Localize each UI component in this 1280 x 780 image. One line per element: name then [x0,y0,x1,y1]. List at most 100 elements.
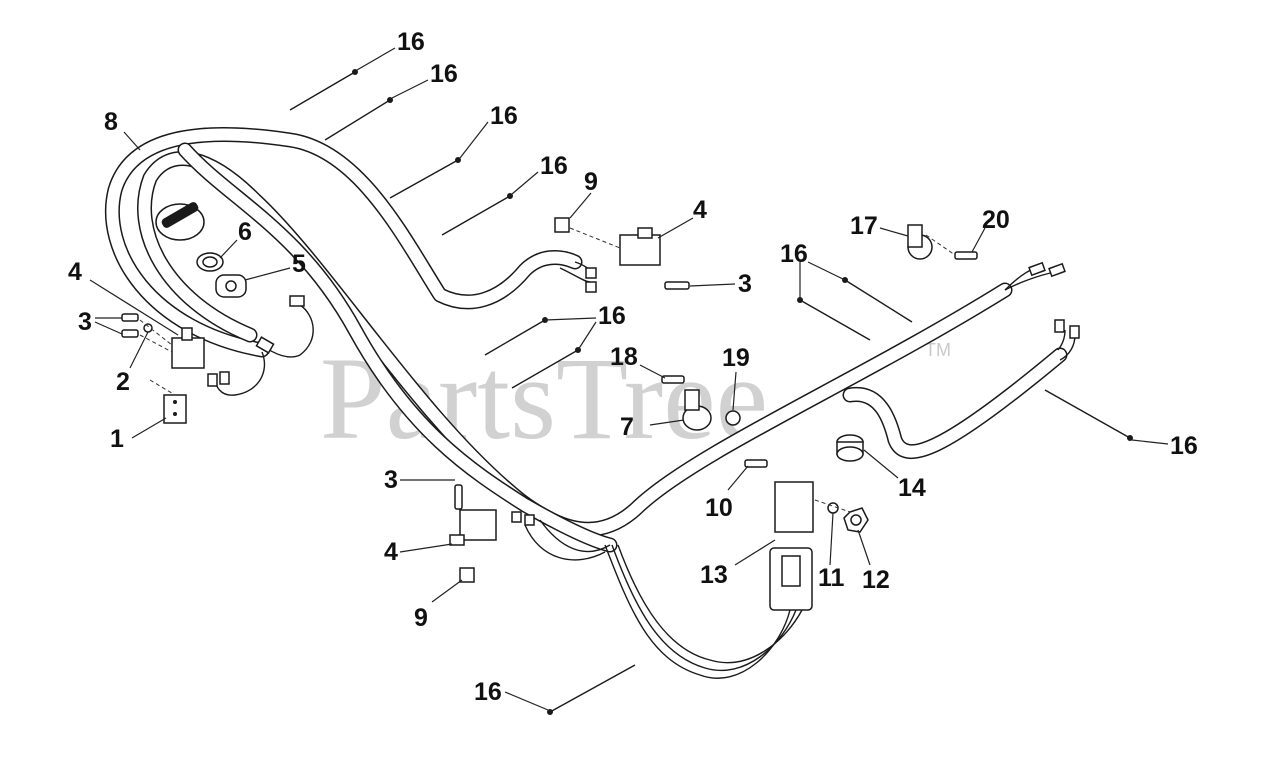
callout-16-top-a: 16 [356,28,425,71]
callout-9-bottom: 9 [414,579,463,632]
connector-a [585,267,597,279]
callout-label: 3 [384,466,398,494]
callout-16-bottom: 16 [474,678,549,711]
callout-8: 8 [104,108,141,151]
cable-tie-2 [324,99,391,141]
pto-switch [554,217,690,290]
brake-switch [449,484,497,583]
callout-19: 19 [722,344,750,411]
connector-g [1054,319,1065,333]
callout-11: 11 [818,512,845,592]
callout-9-top: 9 [569,168,598,219]
callout-12: 12 [857,529,890,594]
connector-f [1048,262,1066,278]
callout-label: 11 [818,564,845,592]
callout-label: 2 [116,368,130,396]
ignition-switch [155,202,247,298]
callout-label: 16 [1170,432,1198,460]
cable-tie-10 [549,664,636,713]
cable-tie-7 [799,299,871,341]
callout-13: 13 [700,539,776,589]
callout-label: 16 [474,678,502,706]
grommet [836,434,864,462]
connector-h [1069,325,1080,339]
cable-tie-5 [484,319,546,356]
cable-tie-head [547,709,553,715]
callout-1: 1 [110,417,167,453]
callout-label: 7 [620,413,634,441]
callout-16-top-b: 16 [391,60,458,99]
callout-label: 6 [238,218,252,246]
callout-label: 16 [430,60,458,88]
callout-7: 7 [620,413,685,441]
callout-18: 18 [610,343,666,379]
callout-10: 10 [705,465,749,522]
cable-tie-1 [289,71,356,111]
watermark-tm: TM [925,340,951,360]
callout-label: 4 [693,196,707,224]
callout-label: 4 [68,258,82,286]
connector-j [207,373,218,387]
connector-b [585,281,597,293]
callout-6: 6 [219,218,252,259]
callout-label: 16 [540,152,568,180]
connector-c [511,511,522,523]
callout-14: 14 [863,449,926,502]
cable-tie-8 [844,279,913,323]
callout-16-right-top: 16 [780,240,846,300]
cable-tie-head [507,193,513,199]
callout-label: 19 [722,344,750,372]
callout-label: 16 [490,102,518,130]
callout-label: 16 [598,302,626,330]
callout-20: 20 [971,206,1010,253]
cable-tie-9 [1044,389,1131,439]
callout-label: 3 [78,308,92,336]
callout-label: 1 [110,425,124,453]
callout-17: 17 [850,212,909,240]
callout-label: 5 [292,250,306,278]
callout-3-brake: 3 [384,466,455,494]
callout-5: 5 [244,250,306,281]
seat-switch-left [121,313,205,424]
cable-tie-head [352,69,358,75]
callout-2: 2 [116,331,149,396]
callout-label: 20 [982,206,1010,234]
connectors [207,261,1080,526]
cable-ties [289,69,1133,715]
cable-tie-head [387,97,393,103]
callout-label: 10 [705,494,733,522]
callout-3-left: 3 [78,308,123,336]
connector-d [524,514,535,526]
callout-label: 18 [610,343,638,371]
callout-label: 8 [104,108,118,136]
diode-module [744,459,869,611]
callout-label: 3 [738,270,752,298]
callout-label: 17 [850,212,878,240]
callout-label: 12 [862,566,890,594]
cable-tie-3 [389,159,459,199]
cable-tie-4 [441,195,511,236]
callout-label: 4 [384,538,398,566]
cable-tie-6 [511,349,579,389]
connector-k [219,371,230,385]
cable-tie-head [455,157,461,163]
callout-label: 13 [700,561,728,589]
callout-16-top-c: 16 [459,102,518,159]
callout-4-brake: 4 [384,538,453,566]
callout-16-mid: 16 [544,302,626,351]
callout-3-pto: 3 [689,270,752,298]
cable-tie-head [1127,435,1133,441]
callout-label: 16 [780,240,808,268]
wire-clamps [661,224,978,431]
callout-4-left: 4 [68,258,179,336]
connector-l [255,336,275,354]
main-harness [104,126,1076,679]
callout-4-top: 4 [657,196,707,239]
callout-label: 9 [584,168,598,196]
callout-16-right: 16 [1131,432,1198,460]
callout-label: 14 [898,474,926,502]
callout-label: 9 [414,604,428,632]
callout-label: 16 [397,28,425,56]
callout-16-top-d: 16 [511,152,568,195]
